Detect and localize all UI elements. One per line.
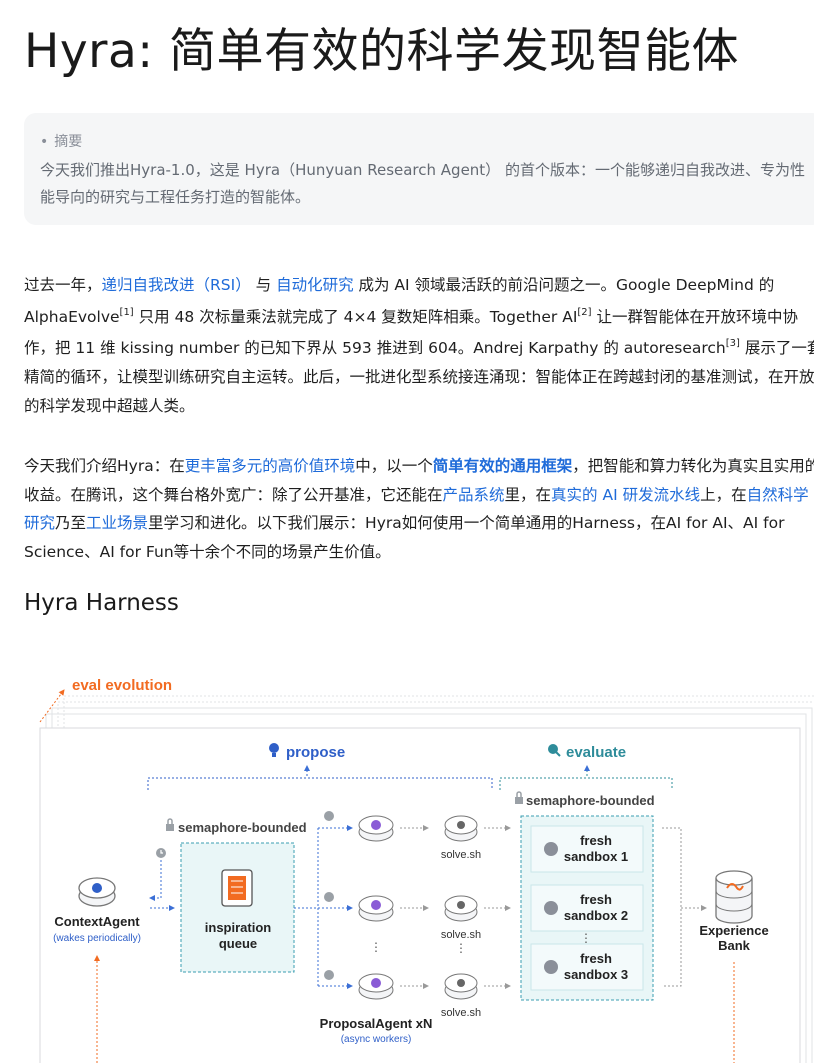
svg-text:⋮: ⋮ — [455, 941, 467, 955]
link-ai-pipeline[interactable]: 真实的 AI 研发流水线 — [551, 485, 701, 504]
proposal-agent-icon — [358, 973, 394, 1000]
citation-2[interactable]: [2] — [577, 306, 592, 318]
script-icon — [444, 895, 478, 922]
text-segment: 乃至 — [55, 514, 87, 533]
page-title: Hyra: 简单有效的科学发现智能体 — [24, 24, 740, 79]
search-icon — [548, 744, 561, 757]
sandbox-2-fresh: fresh — [580, 892, 612, 907]
inspiration-queue-box — [180, 842, 295, 973]
database-icon — [715, 870, 753, 924]
text-segment: 只用 48 次标量乘法就完成了 4×4 复数矩阵相乘。Together AI — [133, 307, 578, 326]
citation-3[interactable]: [3] — [725, 338, 740, 350]
svg-text:⋮: ⋮ — [370, 940, 382, 954]
sandbox-2-label: sandbox 2 — [564, 908, 628, 923]
semaphore-right-label: semaphore-bounded — [526, 793, 655, 808]
context-agent-sub: (wakes periodically) — [53, 933, 141, 944]
clock-icon — [324, 811, 334, 821]
eval-evolution-label: eval evolution — [72, 677, 172, 694]
proposal-agent-sub: (async workers) — [341, 1034, 412, 1045]
link-environments[interactable]: 更丰富多元的高价值环境 — [184, 457, 356, 475]
proposal-agent-icon — [358, 895, 394, 922]
propose-bracket — [147, 777, 493, 790]
inspiration-label-1: inspiration — [205, 920, 272, 935]
experience-label-1: Experience — [699, 923, 768, 938]
text-segment: ，把智能和算力转化为真实且实用的收益。在腾讯，这个舞台格外宽广：除了公开基准，它… — [24, 457, 814, 504]
bulb-icon — [269, 743, 279, 757]
link-framework[interactable]: 简单有效的通用框架 — [432, 457, 573, 475]
link-natural-science[interactable]: 自然科学研究 — [24, 485, 809, 533]
text-segment: 里学习和进化。以下我们展示：Hyra如何使用一个简单通用的Harness，在AI… — [24, 514, 785, 561]
section-title: Hyra Harness — [24, 590, 179, 616]
context-agent-label: ContextAgent — [54, 914, 140, 929]
evaluate-bracket — [499, 777, 673, 790]
script-icon — [444, 973, 478, 1000]
sandbox-3-fresh: fresh — [580, 951, 612, 966]
proposal-agent-icon — [358, 815, 394, 842]
semaphore-left-label: semaphore-bounded — [178, 820, 307, 835]
abstract-box: 摘要 今天我们推出Hyra-1.0，这是 Hyra（Hunyuan Resear… — [24, 113, 814, 225]
link-rsi[interactable]: 递归自我改进（RSI） — [101, 276, 251, 294]
abstract-text: 今天我们推出Hyra-1.0，这是 Hyra（Hunyuan Research … — [40, 161, 805, 206]
proposal-agent-label: ProposalAgent xN — [320, 1016, 433, 1031]
inspiration-label-2: queue — [219, 936, 257, 951]
text-segment: 过去一年， — [24, 276, 102, 294]
eval-evolution-arrow — [39, 689, 65, 723]
text-segment: 上，在 — [700, 485, 747, 504]
stacked-frames — [39, 695, 814, 1063]
text-segment: 今天我们介绍Hyra：在 — [24, 457, 185, 475]
lock-icon — [166, 818, 174, 831]
link-auto-research[interactable]: 自动化研究 — [276, 276, 354, 294]
text-segment: 里，在 — [504, 485, 552, 504]
context-agent-icon — [78, 877, 116, 907]
hyra-harness-diagram: eval evolution propose evaluate semaphor… — [39, 677, 814, 1063]
citation-1[interactable]: [1] — [119, 306, 134, 318]
sandbox-1-fresh: fresh — [580, 833, 612, 848]
svg-text:⋮: ⋮ — [580, 931, 592, 945]
clock-icon — [324, 970, 334, 980]
solve-label-3: solve.sh — [441, 1007, 481, 1019]
text-segment: 成为 AI 领域最活跃的前沿问题之一。Google DeepMind 的 Alp… — [24, 276, 775, 326]
script-icon — [444, 815, 478, 842]
link-industrial[interactable]: 工业场景 — [86, 514, 149, 533]
clock-icon — [156, 848, 166, 858]
intro-paragraph: 过去一年，递归自我改进（RSI） 与 自动化研究 成为 AI 领域最活跃的前沿问… — [24, 271, 814, 420]
experience-label-2: Bank — [718, 938, 751, 953]
hyra-intro-paragraph: 今天我们介绍Hyra：在更丰富多元的高价值环境中，以一个简单有效的通用框架，把智… — [24, 452, 814, 566]
sandbox-3-label: sandbox 3 — [564, 967, 628, 982]
link-product-systems[interactable]: 产品系统 — [442, 485, 505, 504]
abstract-label: 摘要 — [40, 131, 808, 151]
text-segment: 展示了一套精简的循环，让模型训练研究自主运转。此后，一批进化型系统接连涌现：智能… — [24, 339, 814, 415]
solve-label-1: solve.sh — [441, 849, 481, 861]
evaluate-label: evaluate — [566, 744, 626, 761]
text-segment: 中，以一个 — [355, 457, 433, 475]
propose-label: propose — [286, 744, 345, 761]
sandbox-1-label: sandbox 1 — [564, 849, 628, 864]
stack-icon — [221, 869, 253, 907]
solve-label-2: solve.sh — [441, 929, 481, 941]
lock-icon — [515, 791, 523, 804]
clock-icon — [324, 892, 334, 902]
text-segment: 与 — [250, 276, 277, 294]
text-segment: 让一群智能体在开放环境中协作，把 11 维 kissing number 的已知… — [24, 307, 799, 358]
